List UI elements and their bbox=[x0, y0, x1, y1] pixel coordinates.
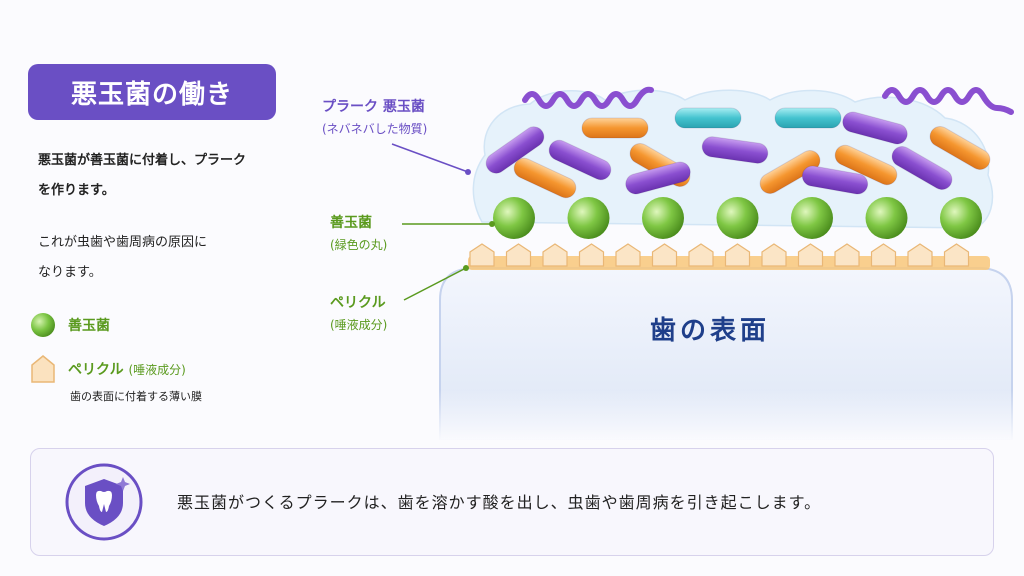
good-bacteria-sphere bbox=[642, 197, 684, 239]
description-main: 悪玉菌が善玉菌に付着し、プラーク を作ります。 bbox=[38, 146, 318, 206]
bad-bacteria-rod bbox=[891, 146, 953, 190]
summary-message: 悪玉菌がつくるプラークは、歯を溶かす酸を出し、虫歯や歯周病を引き起こします。 bbox=[177, 493, 822, 512]
good-bacteria-sphere bbox=[940, 197, 982, 239]
good-bacteria-sphere bbox=[493, 197, 535, 239]
pellicle-pentagon bbox=[651, 243, 678, 267]
callout-bad-title: プラーク 悪玉菌 bbox=[322, 99, 425, 115]
bad-bacteria-rod bbox=[548, 139, 612, 181]
legend-good-bacteria: 善玉菌 bbox=[30, 312, 110, 338]
spirochete-bacteria bbox=[522, 86, 1014, 115]
legend-pellicle-label: ペリクル (唾液成分) bbox=[68, 359, 186, 379]
good-bacteria-group bbox=[493, 197, 982, 239]
good-bacteria-sphere bbox=[865, 197, 908, 239]
pellicle-pentagon-icon bbox=[31, 355, 55, 383]
good-bacteria-sphere bbox=[567, 197, 610, 239]
plaque-diagram bbox=[391, 86, 1016, 440]
pellicle-pentagon bbox=[761, 243, 787, 267]
description-line-3: これが虫歯や歯周病の原因に bbox=[38, 235, 208, 250]
bad-bacteria-rod bbox=[834, 144, 898, 186]
bad-bacteria-rod bbox=[774, 107, 842, 129]
callout-pellicle: ペリクル (唾液成分) bbox=[330, 292, 387, 336]
bad-bacteria-rod bbox=[929, 126, 991, 170]
callout-lines bbox=[391, 143, 495, 301]
pellicle-pentagon bbox=[542, 243, 568, 267]
pellicle-layer bbox=[468, 243, 990, 270]
pellicle-pentagon bbox=[505, 243, 532, 267]
bad-bacteria-rod bbox=[759, 150, 821, 195]
callout-good-bacteria: 善玉菌 (緑色の丸) bbox=[330, 212, 387, 256]
pellicle-pentagon bbox=[870, 243, 897, 267]
bad-bacteria-rod bbox=[801, 165, 869, 195]
description-line-2: を作ります。 bbox=[38, 183, 115, 198]
bad-bacteria-group bbox=[485, 107, 991, 199]
bad-bacteria-rod bbox=[581, 117, 649, 139]
legend-pellicle-note: 歯の表面に付着する薄い膜 bbox=[70, 390, 202, 403]
callout-good-sub: (緑色の丸) bbox=[330, 238, 388, 252]
pellicle-pentagon bbox=[615, 243, 641, 267]
spirochete-left bbox=[522, 86, 654, 109]
shield-tooth-icon bbox=[65, 463, 143, 541]
callout-bad-sub: (ネバネバした物質) bbox=[322, 122, 428, 136]
legend-pellicle: ペリクル (唾液成分) bbox=[30, 354, 186, 384]
pellicle-pentagon bbox=[578, 243, 605, 267]
description-line-4: なります。 bbox=[38, 265, 102, 280]
description-line-1: 悪玉菌が善玉菌に付着し、プラーク bbox=[38, 153, 247, 168]
callout-pellicle-title: ペリクル bbox=[330, 295, 386, 311]
good-bacteria-sphere bbox=[791, 197, 833, 239]
bad-bacteria-rod bbox=[513, 157, 577, 199]
spirochete-right bbox=[882, 87, 1014, 115]
legend-pellicle-title: ペリクル bbox=[68, 362, 124, 378]
pellicle-pentagon bbox=[907, 243, 933, 267]
description-sub: これが虫歯や歯周病の原因に なります。 bbox=[38, 228, 318, 288]
callout-good-title: 善玉菌 bbox=[330, 215, 372, 231]
tooth-surface bbox=[436, 267, 1016, 440]
bad-bacteria-rod bbox=[625, 161, 691, 195]
pellicle-pentagon bbox=[797, 243, 824, 267]
pellicle-pentagon bbox=[724, 243, 751, 267]
tooth-surface-label: 歯の表面 bbox=[649, 316, 770, 346]
summary-box: 悪玉菌がつくるプラークは、歯を溶かす酸を出し、虫歯や歯周病を引き起こします。 bbox=[30, 448, 994, 556]
pellicle-pentagon bbox=[834, 243, 860, 267]
callout-bad-bacteria: プラーク 悪玉菌 (ネバネバした物質) bbox=[322, 96, 427, 140]
pellicle-pentagon bbox=[943, 243, 970, 267]
bad-bacteria-rod bbox=[842, 111, 908, 145]
legend-good-label: 善玉菌 bbox=[68, 318, 110, 334]
good-bacteria-sphere bbox=[716, 197, 759, 239]
bad-bacteria-rod bbox=[674, 107, 742, 129]
callout-pellicle-sub: (唾液成分) bbox=[330, 318, 388, 332]
bad-bacteria-rod bbox=[701, 136, 769, 164]
pellicle-pentagon bbox=[688, 243, 714, 267]
page-title: 悪玉菌の働き bbox=[28, 64, 276, 120]
green-sphere-icon bbox=[31, 313, 55, 337]
legend-pellicle-sub: (唾液成分) bbox=[128, 363, 186, 377]
pellicle-pentagon bbox=[469, 243, 495, 267]
bad-bacteria-rod bbox=[485, 126, 545, 174]
